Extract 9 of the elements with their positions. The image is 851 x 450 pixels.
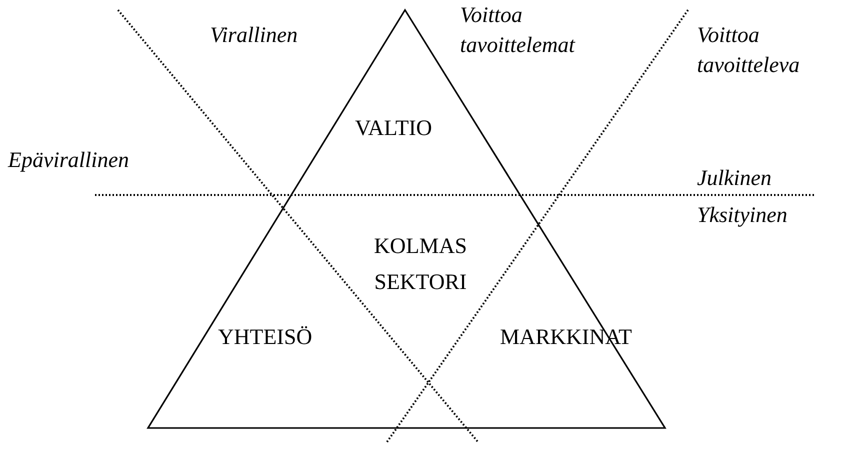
region-label: VALTIO — [355, 114, 434, 142]
region-label: KOLMAS SEKTORI — [373, 232, 468, 296]
axis-label: Yksityinen — [697, 201, 788, 229]
axis-label: Voittoa tavoitteleva — [697, 21, 801, 79]
axis-label: Virallinen — [210, 21, 299, 49]
axis-label: Voittoa tavoittelemat — [460, 1, 576, 59]
axis-label: Epävirallinen — [8, 146, 130, 174]
axis-label: Julkinen — [697, 164, 773, 192]
region-label: YHTEISÖ — [218, 323, 314, 351]
